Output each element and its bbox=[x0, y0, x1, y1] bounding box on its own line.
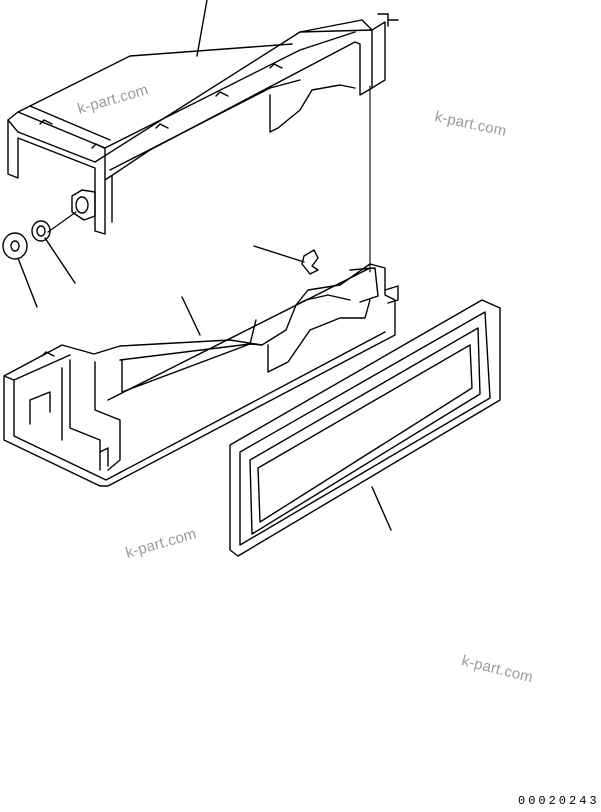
leader-upper-bracket bbox=[196, 0, 208, 57]
drawing-number: 00020243 bbox=[518, 794, 600, 808]
filter-frame bbox=[229, 299, 501, 557]
spring-washer bbox=[31, 220, 51, 242]
clip bbox=[253, 245, 319, 275]
leader-filter bbox=[371, 486, 392, 531]
upper-duct-bracket bbox=[7, 13, 399, 235]
leader-washer-large bbox=[17, 257, 38, 308]
assembly-line-washer bbox=[47, 211, 77, 233]
lower-duct bbox=[3, 263, 399, 487]
leader-washer-small bbox=[44, 237, 76, 284]
leader-lower-duct bbox=[181, 296, 201, 336]
flat-washer bbox=[2, 232, 28, 260]
